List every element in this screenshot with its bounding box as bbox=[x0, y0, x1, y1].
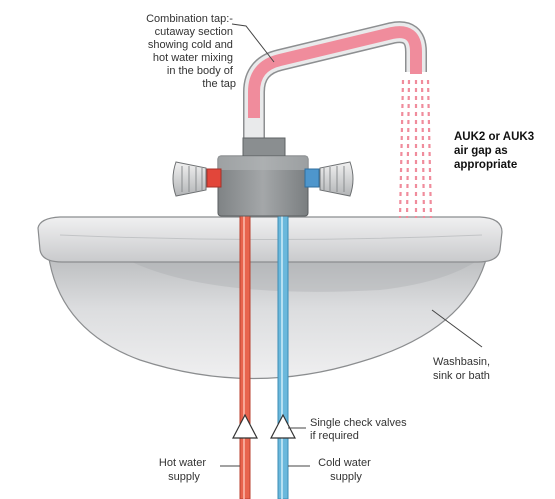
hot-pipe-highlight bbox=[243, 190, 245, 499]
tap-label-line: the tap bbox=[202, 78, 236, 90]
tap-label-line: showing cold and bbox=[148, 39, 233, 51]
hot-supply-label-line: Hot water bbox=[159, 457, 206, 469]
washbasin-leader-line bbox=[431, 309, 483, 348]
basin-bowl-shade bbox=[120, 256, 484, 292]
tap-leader-line bbox=[231, 23, 275, 63]
tap-label-line: hot water mixing bbox=[153, 52, 233, 64]
tap-label-line: Combination tap:- bbox=[146, 13, 233, 25]
leader-lines bbox=[220, 23, 483, 467]
cold-supply-label-line: supply bbox=[330, 471, 362, 483]
hot-inlet-connector bbox=[206, 168, 222, 188]
hot-supply-label: Hot water supply bbox=[159, 457, 209, 483]
air-gap-label: AUK2 or AUK3 air gap as appropriate bbox=[454, 131, 537, 171]
cold-tap-handle-icon bbox=[319, 161, 354, 197]
washbasin-label-line: sink or bath bbox=[433, 370, 490, 382]
cold-supply-label: Cold water supply bbox=[318, 457, 374, 483]
water-stream bbox=[398, 79, 433, 219]
cold-inlet-connector bbox=[304, 168, 320, 188]
tap-label-line: cutaway section bbox=[155, 26, 233, 38]
tap-body-top bbox=[218, 156, 308, 170]
hot-check-valve-icon bbox=[232, 413, 258, 439]
cold-check-valve-icon bbox=[270, 413, 296, 439]
hot-supply-label-line: supply bbox=[168, 471, 200, 483]
check-valves bbox=[232, 413, 296, 439]
cold-supply-label-line: Cold water bbox=[318, 457, 371, 469]
check-valves-label-line: Single check valves bbox=[310, 417, 407, 429]
washbasin bbox=[37, 216, 503, 380]
combination-tap bbox=[172, 21, 433, 219]
cold-pipe-highlight bbox=[281, 190, 283, 499]
tap-label-line: in the body of bbox=[167, 65, 234, 77]
air-gap-label-line: air gap as bbox=[454, 145, 508, 157]
basin-rim-inner bbox=[59, 234, 483, 240]
air-gap-label-line: AUK2 or AUK3 bbox=[454, 131, 534, 143]
tap-label: Combination tap:- cutaway section showin… bbox=[146, 13, 236, 90]
washbasin-label: Washbasin, sink or bath bbox=[433, 356, 493, 382]
check-valves-label-line: if required bbox=[310, 430, 359, 442]
washbasin-label-line: Washbasin, bbox=[433, 356, 490, 368]
air-gap-label-line: appropriate bbox=[454, 159, 517, 171]
basin-bowl bbox=[47, 251, 489, 380]
hot-tap-handle-icon bbox=[172, 161, 207, 197]
check-valves-label: Single check valves if required bbox=[310, 417, 410, 442]
mixed-water-flow bbox=[248, 26, 422, 118]
